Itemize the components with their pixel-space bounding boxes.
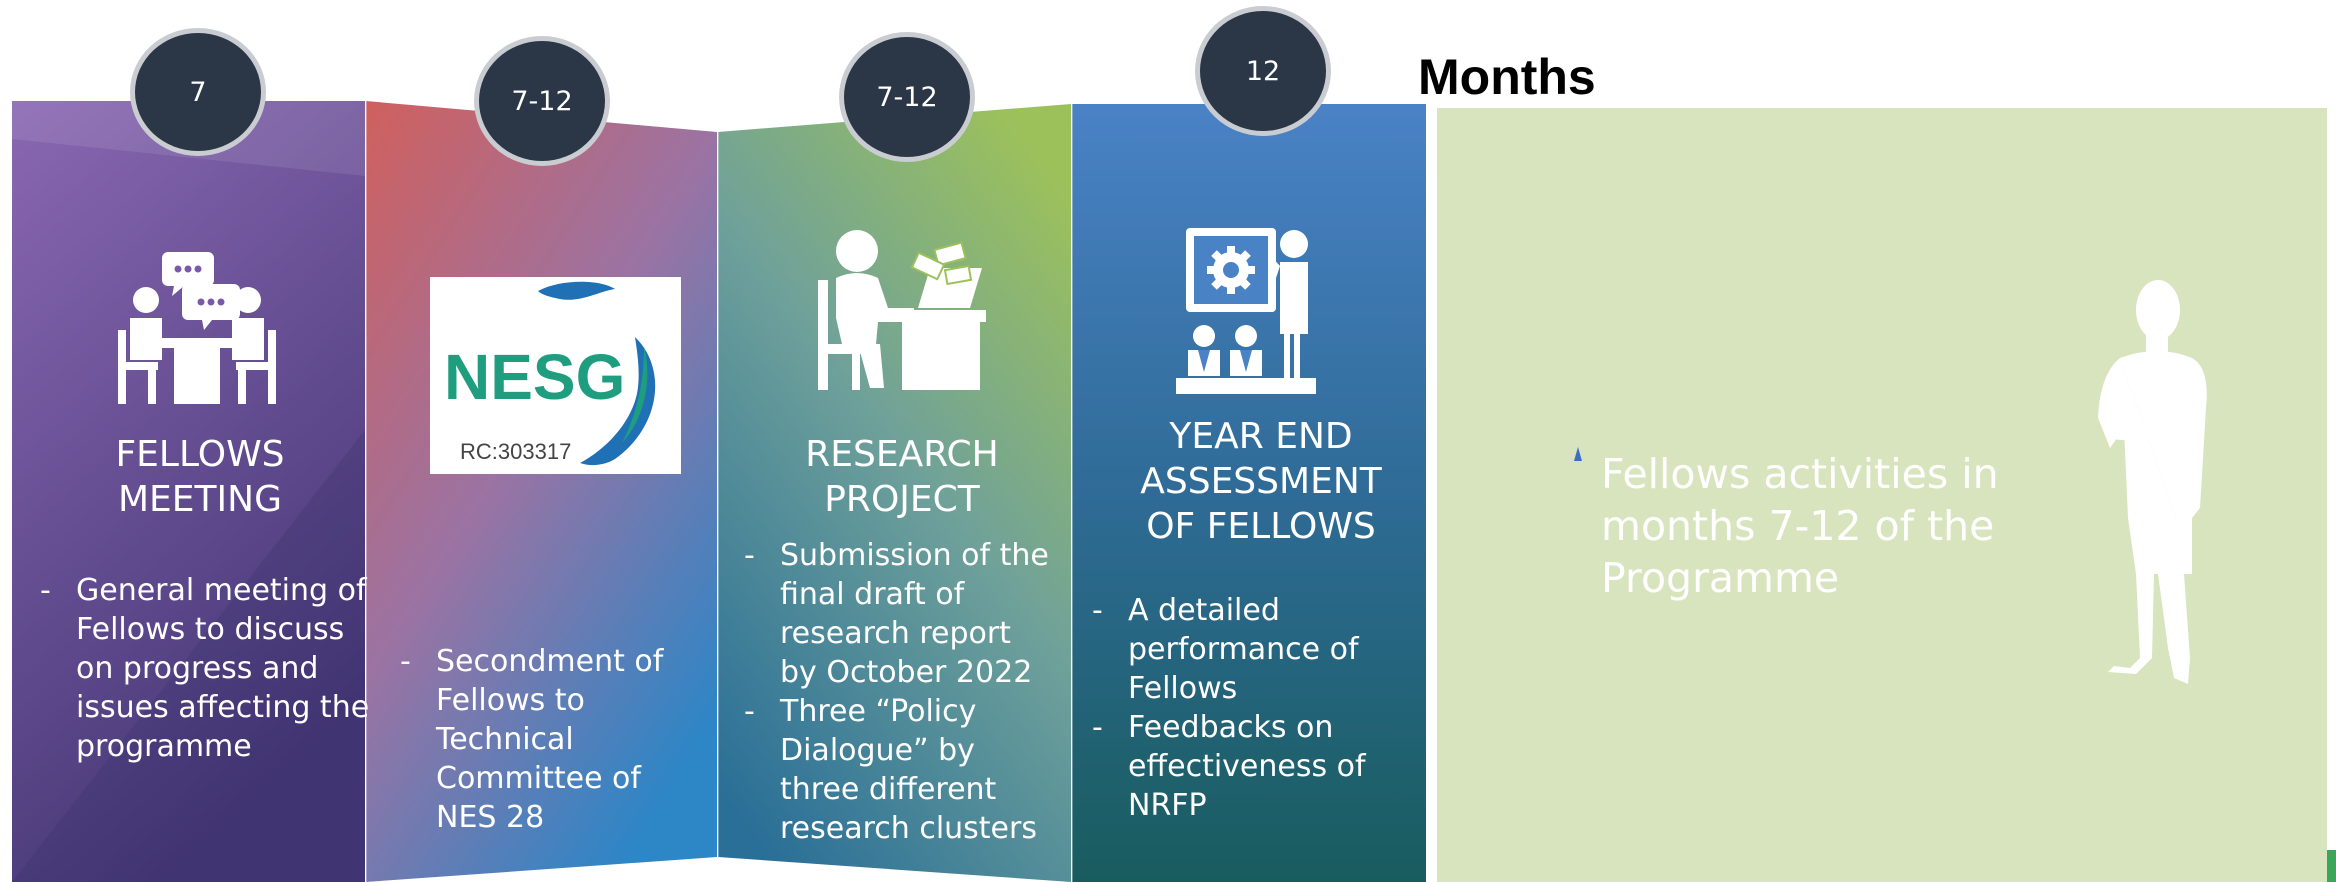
panel-3-title-line-1: RESEARCH — [805, 434, 999, 475]
panel-4-bullet-1: A detailed performance of Fellows — [1092, 591, 1422, 708]
businessman-silhouette-icon — [2098, 280, 2207, 684]
panel-3-bullet-2: Three “Policy Dialogue” by three differe… — [744, 692, 1056, 848]
nesg-logo-graphic: NESG RC:303317 — [444, 281, 656, 466]
panel-1-title-line-1: FELLOWS — [115, 434, 285, 475]
badge-panel-3: 7-12 — [839, 32, 975, 162]
cursor-mark — [1574, 447, 1582, 461]
summary-text: Fellows activities in months 7-12 of the… — [1601, 450, 1999, 602]
months-heading: Months — [1418, 49, 1596, 105]
panel-1-title: FELLOWS MEETING — [50, 432, 350, 522]
panel-4-title-line-3: OF FELLOWS — [1146, 506, 1376, 547]
panel-4-bullets: A detailed performance of Fellows Feedba… — [1092, 591, 1422, 825]
panel-4-bullet-2: Feedbacks on effectiveness of NRFP — [1092, 708, 1422, 825]
panel-1-title-line-2: MEETING — [118, 479, 282, 520]
panel-4-title-line-1: YEAR END — [1169, 416, 1353, 457]
panel-4-title-line-2: ASSESSMENT — [1140, 461, 1382, 502]
panel-3-title: RESEARCH PROJECT — [752, 432, 1052, 522]
nesg-logo-reg: RC:303317 — [460, 439, 571, 464]
nesg-logo: NESG RC:303317 — [430, 277, 681, 474]
panel-3-title-line-2: PROJECT — [824, 479, 980, 520]
panel-2-bullet-1: Secondment of Fellows to Technical Commi… — [400, 642, 700, 837]
presentation-icon — [1176, 228, 1316, 394]
panel-1-bullets: General meeting of Fellows to discuss on… — [40, 571, 375, 766]
badge-panel-4: 12 — [1195, 6, 1331, 136]
researcher-laptop-icon — [818, 230, 986, 390]
panel-3-bullet-1: Submission of the final draft of researc… — [744, 536, 1056, 692]
meeting-people-icon — [118, 252, 276, 404]
badge-panel-1: 7 — [130, 28, 266, 156]
panel-2-bullets: Secondment of Fellows to Technical Commi… — [400, 642, 700, 837]
edge-accent — [2327, 850, 2336, 882]
panel-3-bullets: Submission of the final draft of researc… — [744, 536, 1056, 848]
panel-1-bullet-1: General meeting of Fellows to discuss on… — [40, 571, 375, 766]
badge-panel-2: 7-12 — [474, 36, 610, 166]
panel-4-title: YEAR END ASSESSMENT OF FELLOWS — [1096, 414, 1426, 549]
nesg-logo-name: NESG — [444, 341, 625, 413]
